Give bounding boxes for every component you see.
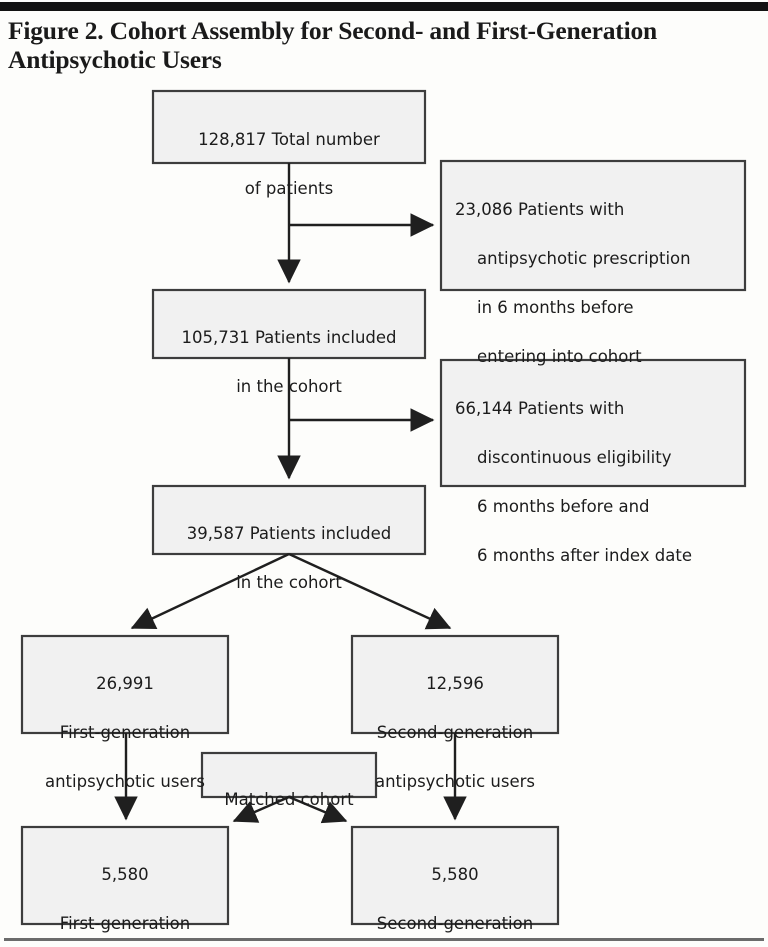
node-fga-matched-label: 5,580 First-generation antipsychotic use… [22, 838, 228, 947]
sga-12596-line-1: 12,596 [426, 673, 484, 693]
node-cohort-105731-label: 105,731 Patients included in the cohort [153, 301, 425, 424]
node-excluded-eligibility-box [439, 358, 747, 488]
node-sga-matched-box [350, 825, 560, 926]
connector-matched-to-fga-matched [232, 795, 290, 823]
excluded-eligibility-line-2: discontinuous eligibility [477, 447, 672, 467]
sga-12596-line-3: antipsychotic users [374, 771, 536, 791]
bottom-divider-rule [4, 938, 764, 941]
node-excluded-prior-rx-box [439, 159, 747, 292]
cohort-39587-line-2: in the cohort [236, 572, 342, 592]
node-matched-cohort-label: Matched cohort [202, 763, 376, 837]
node-fga-matched-box [20, 825, 230, 926]
fga-26991-line-1: 26,991 [96, 673, 154, 693]
fga-matched-line-1: 5,580 [101, 864, 149, 884]
total-patients-line-1: 128,817 Total number [198, 129, 380, 149]
sga-matched-line-2: Second-generation [376, 913, 534, 933]
figure-title: Figure 2. Cohort Assembly for Second- an… [8, 16, 658, 74]
cohort-39587-line-1: 39,587 Patients included [186, 523, 392, 543]
top-divider-rule [0, 2, 768, 11]
node-cohort-105731-box [151, 288, 427, 360]
excluded-eligibility-line-4: 6 months after index date [477, 545, 693, 565]
fga-26991-line-3: antipsychotic users [44, 771, 206, 791]
node-total-patients-label: 128,817 Total number of patients [153, 103, 425, 226]
excluded-prior-rx-line-3: in 6 months before [477, 297, 634, 317]
excluded-prior-rx-line-1: 23,086 Patients with [455, 199, 625, 219]
fga-26991-line-2: First-generation [59, 722, 191, 742]
node-fga-26991-label: 26,991 First-generation antipsychotic us… [22, 647, 228, 819]
fga-matched-line-2: First-generation [59, 913, 191, 933]
excluded-prior-rx-line-4: entering into cohort [477, 346, 642, 366]
node-fga-26991-box [20, 634, 230, 735]
connector-matched-to-sga-matched [288, 795, 348, 824]
cohort-105731-line-2: in the cohort [236, 376, 342, 396]
excluded-prior-rx-line-2: antipsychotic prescription [477, 248, 691, 268]
matched-cohort-line-1: Matched cohort [224, 789, 354, 809]
connector-cohort39587-to-fga [130, 552, 290, 630]
connector-cohort39587-to-sga [288, 552, 452, 630]
node-sga-matched-label: 5,580 Second-generation antipsychotic us… [352, 838, 558, 947]
node-cohort-39587-box [151, 484, 427, 556]
node-cohort-39587-label: 39,587 Patients included in the cohort [153, 497, 425, 620]
cohort-105731-line-1: 105,731 Patients included [181, 327, 397, 347]
node-excluded-prior-rx-label: 23,086 Patients with antipsychotic presc… [441, 173, 745, 394]
sga-12596-line-2: Second-generation [376, 722, 534, 742]
sga-matched-line-1: 5,580 [431, 864, 479, 884]
total-patients-line-2: of patients [244, 178, 334, 198]
node-sga-12596-label: 12,596 Second-generation antipsychotic u… [352, 647, 558, 819]
excluded-eligibility-line-1: 66,144 Patients with [455, 398, 625, 418]
node-total-patients-box [151, 89, 427, 165]
node-excluded-eligibility-label: 66,144 Patients with discontinuous eligi… [441, 372, 745, 593]
excluded-eligibility-line-3: 6 months before and [477, 496, 650, 516]
